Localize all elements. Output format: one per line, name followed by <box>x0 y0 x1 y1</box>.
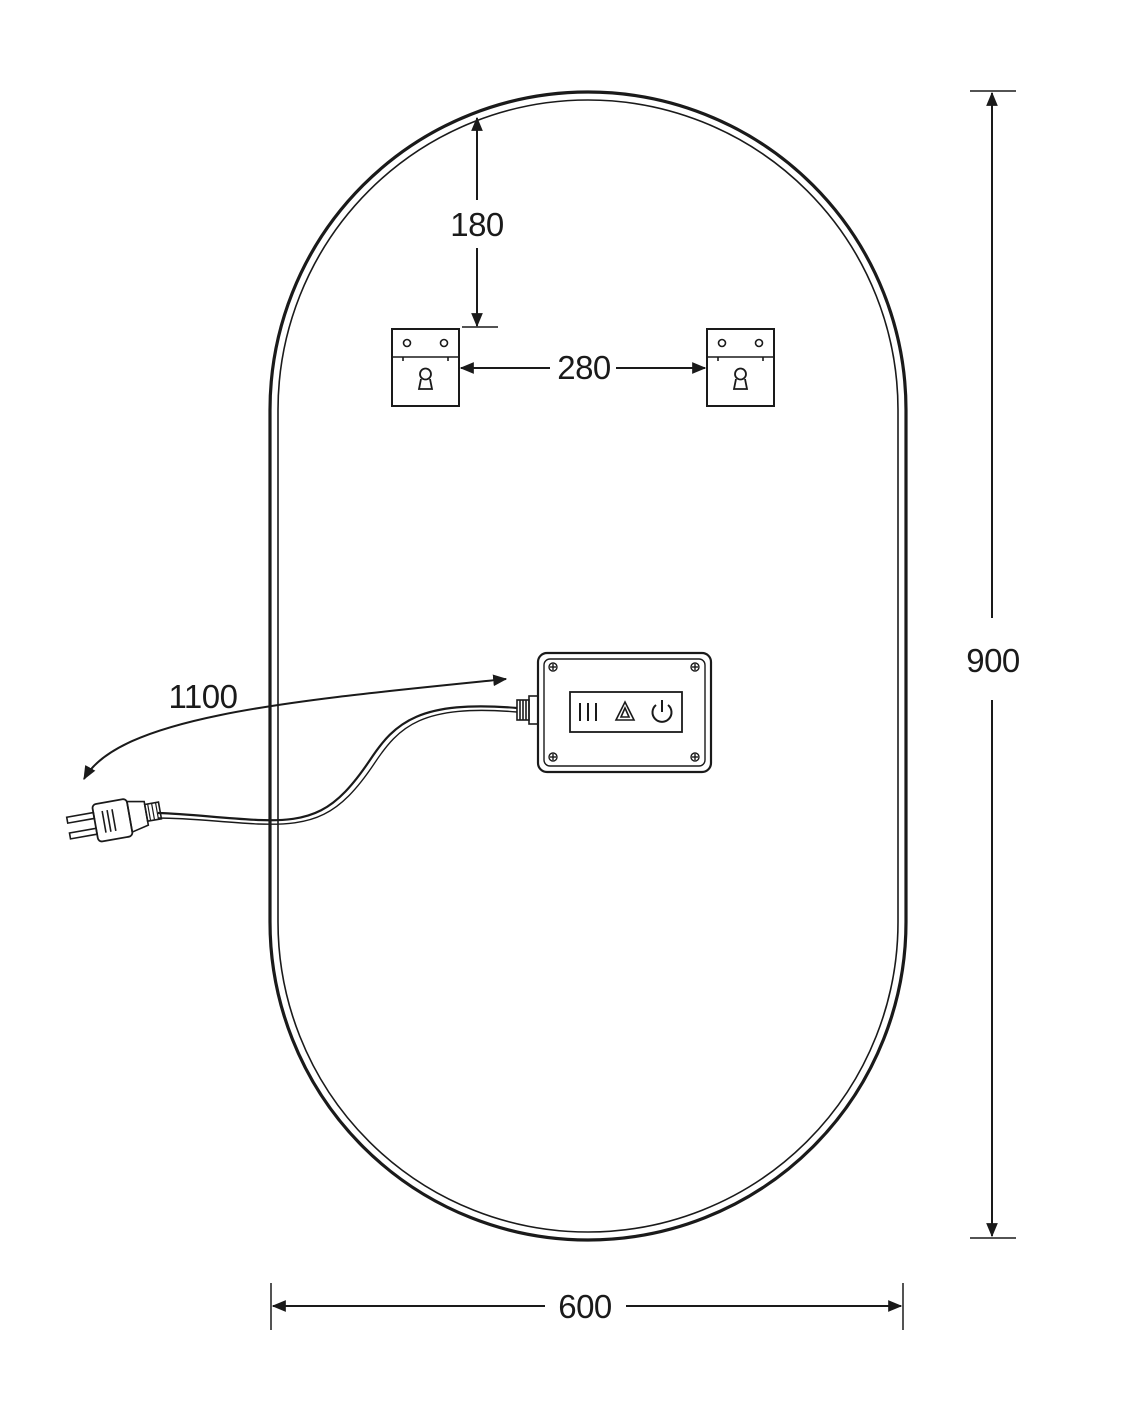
dimension-1100: 1100 <box>83 674 508 781</box>
warning-triangle-icon <box>614 700 636 721</box>
dimension-180-label: 180 <box>450 206 504 243</box>
mirror-outline <box>268 90 908 1242</box>
control-box-icon <box>536 651 713 774</box>
heat-level-icon <box>579 703 597 721</box>
dimension-900: 900 <box>966 90 1020 1239</box>
keyhole-bracket-right-icon <box>706 328 775 407</box>
dimension-600-label: 600 <box>558 1288 612 1325</box>
power-cable <box>157 705 518 825</box>
dimension-180: 180 <box>450 116 504 328</box>
cable-connector <box>516 695 539 725</box>
power-plug-icon <box>65 798 163 843</box>
dimension-600: 600 <box>270 1283 904 1330</box>
dimension-280-label: 280 <box>557 349 611 386</box>
power-icon <box>651 700 673 723</box>
dimension-1100-label: 1100 <box>169 678 238 715</box>
keyhole-bracket-left-icon <box>391 328 460 407</box>
dimension-280: 280 <box>459 349 707 386</box>
dimension-900-label: 900 <box>966 642 1020 679</box>
